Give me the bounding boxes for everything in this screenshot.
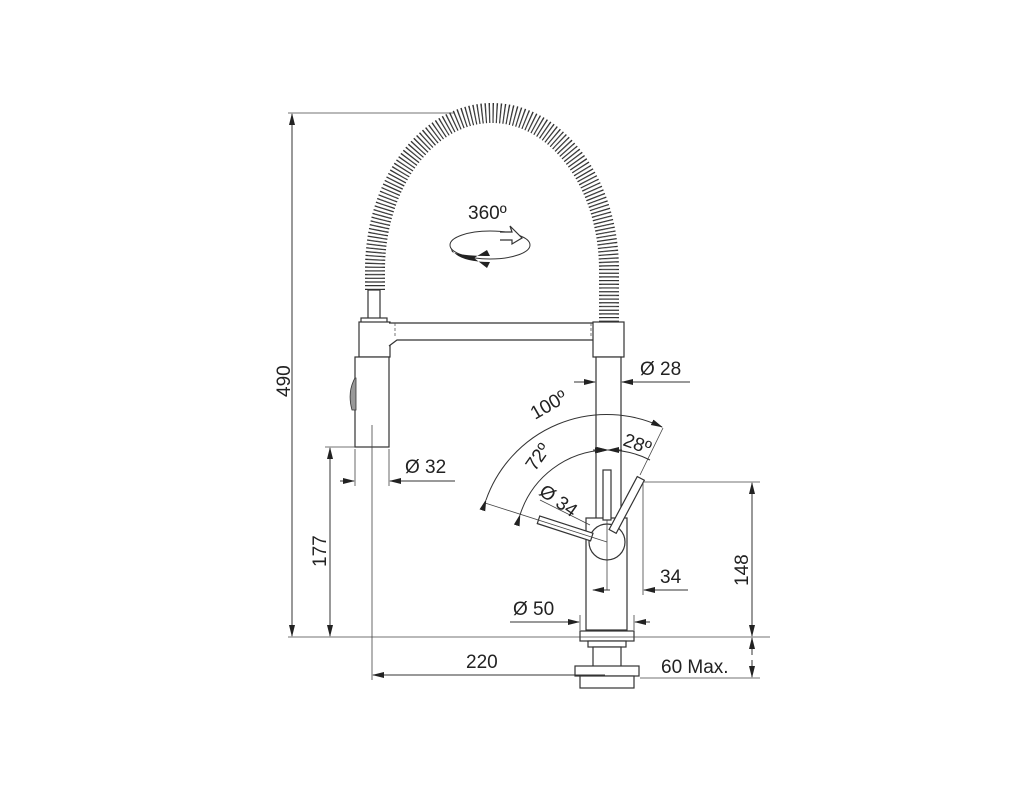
dim-base-diameter: Ø 50	[513, 599, 554, 620]
dim-spray-diameter: Ø 32	[405, 457, 446, 478]
dim-lever-range: 100º	[527, 387, 571, 425]
dim-lever-offset: 34	[660, 567, 682, 588]
spring-hose	[365, 103, 619, 322]
rotation-arrow-icon	[449, 225, 531, 268]
dim-lever-angle-back: 72º	[522, 440, 555, 475]
dim-lever-angle-front: 28º	[620, 430, 654, 459]
faucet-column	[536, 321, 646, 631]
dim-lever-diameter: Ø 34	[535, 481, 581, 522]
dim-column-diameter: Ø 28	[640, 359, 681, 380]
rotation-label: 360º	[468, 203, 507, 224]
dim-total-height: 490	[274, 365, 295, 397]
spout-arm	[388, 322, 599, 347]
dim-max-worktop: 60 Max.	[661, 657, 729, 678]
dim-reach: 220	[466, 652, 498, 673]
dim-spout-height: 177	[310, 535, 331, 567]
mounting-base	[574, 630, 640, 689]
dim-lever-height: 148	[732, 554, 753, 586]
spray-head	[349, 289, 391, 448]
